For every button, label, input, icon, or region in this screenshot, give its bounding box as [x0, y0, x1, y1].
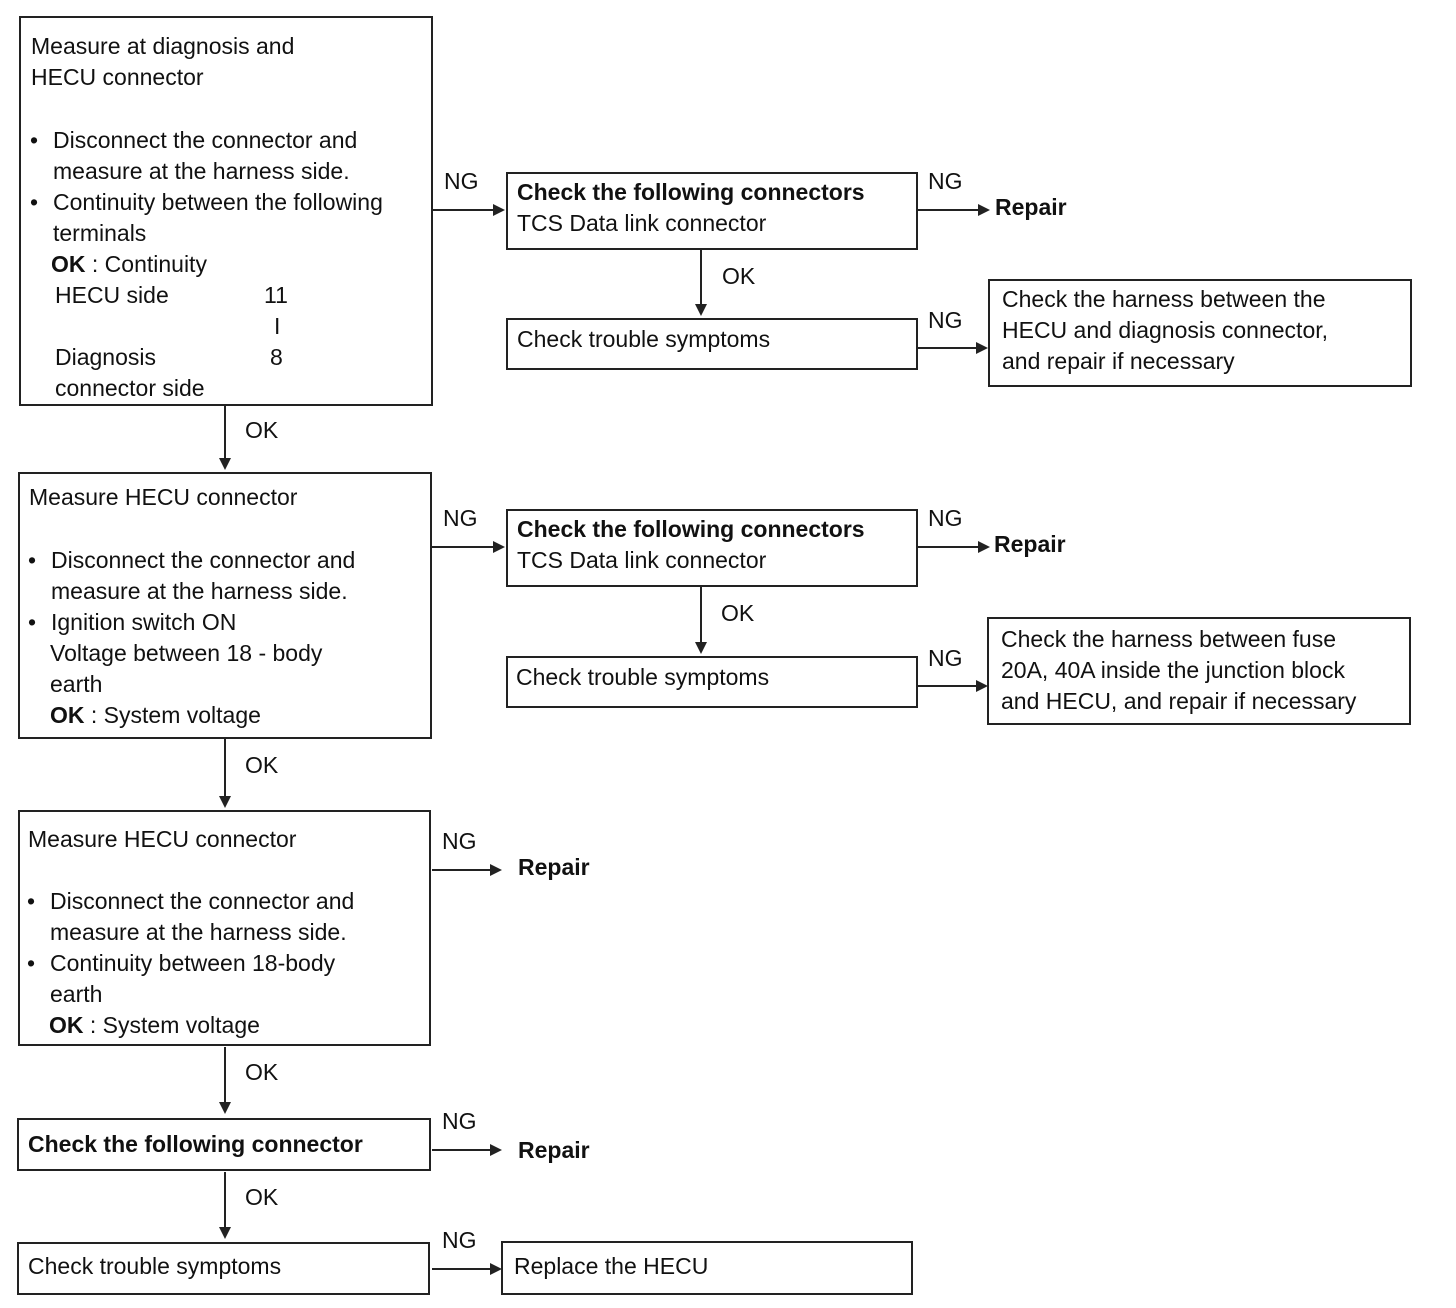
step2-symptoms-text: Check trouble symptoms: [516, 664, 770, 690]
step1-diag-side-line1: Diagnosis: [55, 344, 156, 370]
bullet-icon: •: [28, 609, 37, 635]
step5-box: [17, 1242, 430, 1295]
step1-harness-line2: HECU and diagnosis connector,: [1002, 317, 1329, 343]
step4-box: [17, 1118, 431, 1171]
ng-label: NG: [928, 505, 963, 531]
ng-label: NG: [442, 828, 477, 854]
step1-hecu-side: HECU side: [55, 282, 169, 308]
ok-value: : Continuity: [85, 251, 207, 277]
ng-label: NG: [928, 307, 963, 333]
step2-box: [18, 472, 432, 739]
ok-key: OK: [51, 251, 86, 277]
ng-label: NG: [442, 1108, 477, 1134]
step3-box: [18, 810, 431, 1046]
step1-harness-line1: Check the harness between the: [1002, 286, 1326, 312]
ok-value: : System voltage: [84, 702, 261, 728]
step2-bullet2-line3: earth: [50, 671, 103, 697]
step2-bullet2-line1: Ignition switch ON: [51, 609, 237, 635]
bullet-icon: •: [30, 127, 39, 153]
step3-ok-criteria: OK : System voltage: [49, 1010, 260, 1041]
step3-bullet2-line2: earth: [50, 981, 103, 1007]
ok-key: OK: [49, 1012, 84, 1038]
step1-bullet1-line1: Disconnect the connector and: [53, 127, 358, 153]
ok-label: OK: [245, 417, 279, 443]
bullet-icon: •: [30, 189, 39, 215]
ok-value: : System voltage: [83, 1012, 260, 1038]
repair-label: Repair: [518, 854, 590, 880]
step2-bullet1-line1: Disconnect the connector and: [51, 547, 356, 573]
repair-label: Repair: [518, 1137, 590, 1163]
step2-harness-box: [987, 617, 1411, 725]
step3-title: Measure HECU connector: [28, 826, 297, 852]
step1-terminal-separator: I: [274, 313, 281, 339]
step1-symptoms-box: [506, 318, 918, 370]
step2-bullet2-line2: Voltage between 18 - body: [50, 640, 323, 666]
ok-label: OK: [245, 752, 279, 778]
ok-label: OK: [721, 600, 755, 626]
bullet-icon: •: [28, 547, 37, 573]
step1-title-line1: Measure at diagnosis and: [31, 33, 295, 59]
step5-title: Check trouble symptoms: [28, 1253, 282, 1279]
step2-harness-line3: and HECU, and repair if necessary: [1001, 688, 1357, 714]
step3-bullet1-line1: Disconnect the connector and: [50, 888, 355, 914]
step3-bullet2-line1: Continuity between 18-body: [50, 950, 336, 976]
final-title: Replace the HECU: [514, 1253, 709, 1279]
ng-label: NG: [444, 168, 479, 194]
step2-bullet1-line2: measure at the harness side.: [51, 578, 348, 604]
step1-check-title: Check the following connectors: [517, 179, 865, 205]
step1-harness-line3: and repair if necessary: [1002, 348, 1235, 374]
step1-bullet2-line1: Continuity between the following: [53, 189, 383, 215]
step1-symptoms-text: Check trouble symptoms: [517, 326, 771, 352]
ok-label: OK: [245, 1184, 279, 1210]
step4-title: Check the following connector: [28, 1131, 363, 1157]
repair-label: Repair: [994, 531, 1066, 557]
ng-label: NG: [928, 168, 963, 194]
step1-diag-terminal: 8: [270, 344, 283, 370]
step2-check-box: [506, 509, 918, 587]
bullet-icon: •: [27, 888, 36, 914]
step3-bullet1-line2: measure at the harness side.: [50, 919, 347, 945]
step2-check-sub: TCS Data link connector: [517, 547, 767, 573]
step1-diag-side-line2: connector side: [55, 375, 205, 401]
step2-title: Measure HECU connector: [29, 484, 298, 510]
step1-box: [19, 16, 433, 406]
step1-bullet1-line2: measure at the harness side.: [53, 158, 350, 184]
step2-harness-line2: 20A, 40A inside the junction block: [1001, 657, 1345, 683]
step2-check-title: Check the following connectors: [517, 516, 865, 542]
ng-label: NG: [443, 505, 478, 531]
ng-label: NG: [928, 645, 963, 671]
step1-ok-criteria: OK : Continuity: [51, 249, 207, 280]
step1-check-box: [506, 172, 918, 250]
ok-label: OK: [722, 263, 756, 289]
step1-title-line2: HECU connector: [31, 64, 204, 90]
bullet-icon: •: [27, 950, 36, 976]
step1-bullet2-line2: terminals: [53, 220, 147, 246]
step2-symptoms-box: [506, 656, 918, 708]
step2-ok-criteria: OK : System voltage: [50, 700, 261, 731]
ok-key: OK: [50, 702, 85, 728]
repair-label: Repair: [995, 194, 1067, 220]
step1-check-sub: TCS Data link connector: [517, 210, 767, 236]
step1-harness-box: [988, 279, 1412, 387]
ng-label: NG: [442, 1227, 477, 1253]
step1-hecu-terminal: 11: [264, 282, 288, 308]
step2-harness-line1: Check the harness between fuse: [1001, 626, 1336, 652]
final-box: [501, 1241, 913, 1295]
ok-label: OK: [245, 1059, 279, 1085]
